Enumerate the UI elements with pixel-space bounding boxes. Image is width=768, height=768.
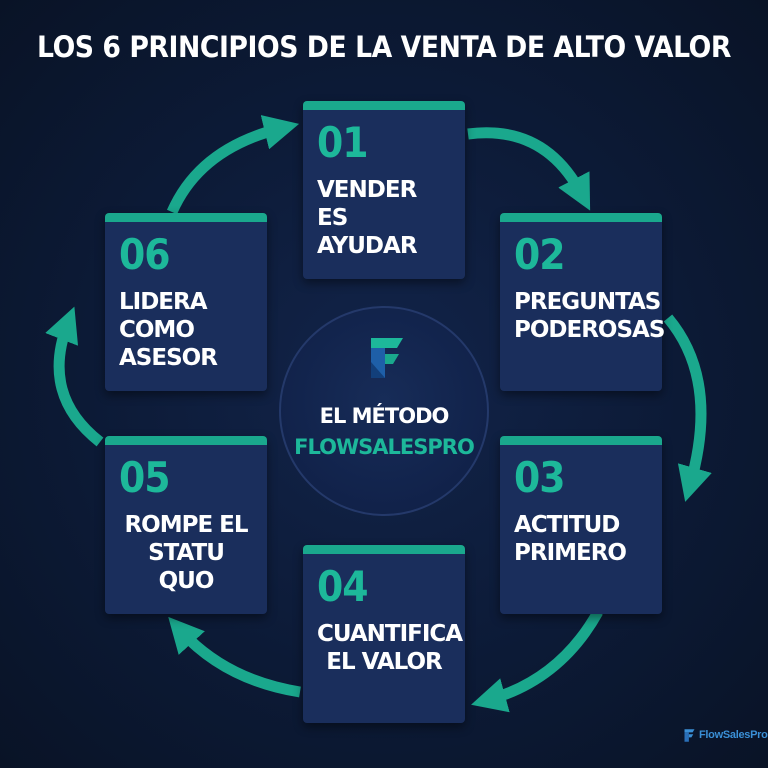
principle-card-01: 01 VENDER ES AYUDAR [303,101,465,279]
principle-number: 06 [119,230,171,279]
arrow-04-to-05 [168,616,301,698]
principle-label: PREGUNTAS PODEROSAS [514,289,665,344]
flowsalespro-logo-icon [371,338,403,378]
arrow-03-to-04 [471,609,603,713]
brand-watermark: FlowSalesPro [683,727,768,743]
principle-card-04: 04 CUANTIFICA EL VALOR [303,545,465,723]
page-title: LOS 6 PRINCIPIOS DE LA VENTA DE ALTO VAL… [37,30,731,64]
principle-number: 01 [317,118,369,167]
principle-card-03: 03 ACTITUD PRIMERO [500,436,662,614]
principle-card-02: 02 PREGUNTAS PODEROSAS [500,213,665,391]
arrow-06-to-01 [166,115,300,215]
principle-label: LIDERA COMO ASESOR [119,289,218,372]
principle-label: ACTITUD PRIMERO [514,512,627,567]
brand-text: FlowSalesPro [699,729,768,741]
principle-number: 03 [514,453,566,502]
method-hub: EL MÉTODO FLOWSALESPRO [279,306,489,516]
principle-label: VENDER ES AYUDAR [317,177,418,260]
principle-label: CUANTIFICA EL VALOR [317,621,463,676]
arrow-02-to-03 [663,314,712,502]
principle-number: 04 [317,562,369,611]
arrow-05-to-06 [45,306,104,447]
hub-title: EL MÉTODO [319,404,450,428]
arrow-01-to-02 [467,127,591,211]
principle-card-06: 06 LIDERA COMO ASESOR [105,213,267,391]
principle-card-05: 05 ROMPE EL STATU QUO [105,436,267,614]
hub-subtitle: FLOWSALESPRO [294,435,475,459]
principle-number: 02 [514,230,566,279]
principle-label: ROMPE EL STATU QUO [124,512,248,595]
flowsalespro-logo-icon [684,728,695,742]
principle-number: 05 [119,453,171,502]
